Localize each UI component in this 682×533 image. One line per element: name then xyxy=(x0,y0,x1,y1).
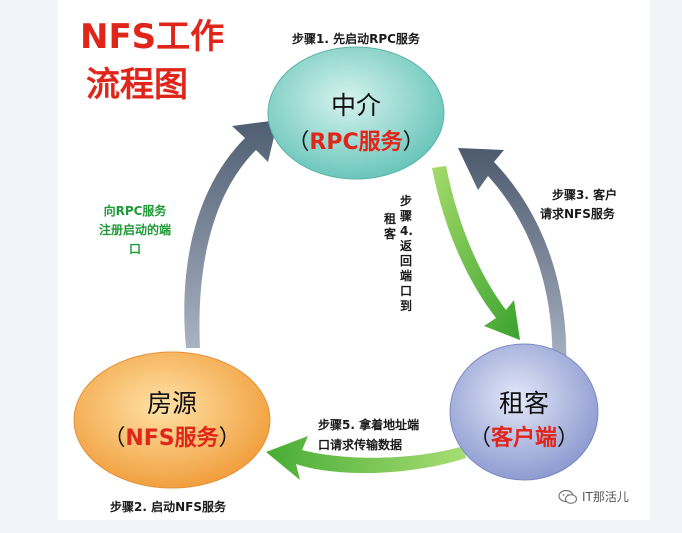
step4-text: 步骤4. 返回端口到 xyxy=(400,194,413,313)
step4-label-column1: 步骤4. 返回端口到 xyxy=(400,194,414,314)
paren-close: ） xyxy=(218,426,241,451)
diagram-title-line1: NFS工作 xyxy=(80,17,225,57)
paren-close: ） xyxy=(557,426,580,451)
paren-open: （ xyxy=(287,130,310,155)
paren-open: （ xyxy=(103,426,126,451)
middleman-name: 中介 xyxy=(330,91,381,120)
client-ellipse xyxy=(449,343,599,481)
watermark: IT那活儿 xyxy=(558,488,629,505)
diagram-title-line2: 流程图 xyxy=(86,65,188,105)
middleman-role: （RPC服务） xyxy=(276,124,436,156)
tenant-role-text: 客户端 xyxy=(490,426,557,451)
step2-label: 步骤2. 启动NFS服务 xyxy=(110,500,226,514)
landlord-name: 房源 xyxy=(146,389,197,418)
nfs-service-ellipse xyxy=(73,351,271,489)
wechat-icon xyxy=(558,489,578,504)
rpc-service-ellipse xyxy=(267,46,445,180)
middleman-role-text: RPC服务 xyxy=(309,130,403,155)
step3-label-line2: 请求NFS服务 xyxy=(540,207,615,221)
landlord-role-text: NFS服务 xyxy=(125,426,219,451)
step4-arrow xyxy=(432,166,520,340)
step5-label-line1: 步骤5. 拿着地址端 xyxy=(318,418,420,432)
landlord-role: （NFS服务） xyxy=(92,420,252,452)
step1-label: 步骤1. 先启动RPC服务 xyxy=(292,32,420,46)
register-port-label: 向RPC服务注册启动的端口 xyxy=(98,204,171,256)
tenant-name: 租客 xyxy=(498,389,549,418)
step5-label-line2: 口请求传输数据 xyxy=(318,438,403,452)
step5-arrow xyxy=(266,436,466,480)
step4-label-column2: 租客 xyxy=(384,212,398,242)
register-arrow xyxy=(184,120,278,348)
paren-open: （ xyxy=(468,426,491,451)
watermark-text: IT那活儿 xyxy=(582,490,629,504)
paren-close: ） xyxy=(402,130,425,155)
step4-text-tail: 租客 xyxy=(384,212,397,241)
tenant-role: （客户端） xyxy=(444,420,604,452)
step3-label-line1: 步骤3. 客户 xyxy=(552,188,618,202)
step3-arrow xyxy=(458,148,567,372)
